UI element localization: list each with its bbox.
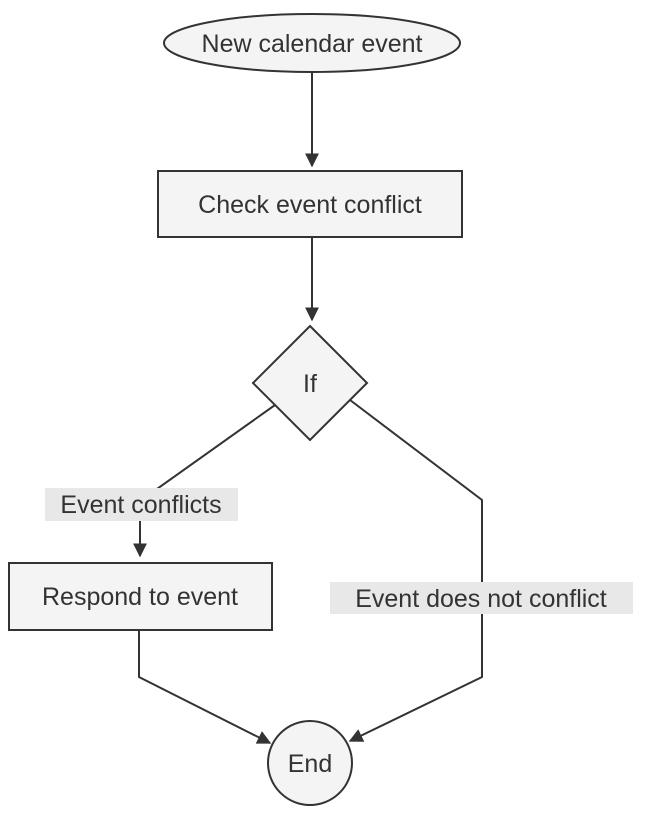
node-decision-diamond: [251, 324, 369, 442]
node-respond-rect: [8, 562, 273, 631]
node-respond-label: Respond to event: [42, 583, 238, 611]
node-start-label: New calendar event: [202, 30, 423, 58]
edge-decision-to-end: [348, 399, 483, 742]
node-group: New calendar event Check event conflict …: [8, 13, 463, 806]
edge-label-event-does-not-conflict: Event does not conflict: [355, 585, 607, 613]
node-decision-label: If: [303, 370, 317, 398]
edge-decision-to-respond: [133, 404, 276, 558]
node-check-label: Check event conflict: [198, 191, 422, 219]
edge-label-event-conflicts: Event conflicts: [60, 491, 221, 519]
edge-label-bg-event-conflicts: [45, 488, 238, 521]
node-end-circle: [267, 720, 353, 806]
node-check-rect: [157, 170, 463, 238]
node-start-ellipse: [163, 13, 461, 73]
edge-label-bg-event-does-not-conflict: [330, 582, 633, 614]
node-end-label: End: [288, 750, 332, 778]
edge-respond-to-end: [138, 630, 272, 744]
edge-label-group: Event conflicts Event does not conflict: [45, 488, 633, 614]
